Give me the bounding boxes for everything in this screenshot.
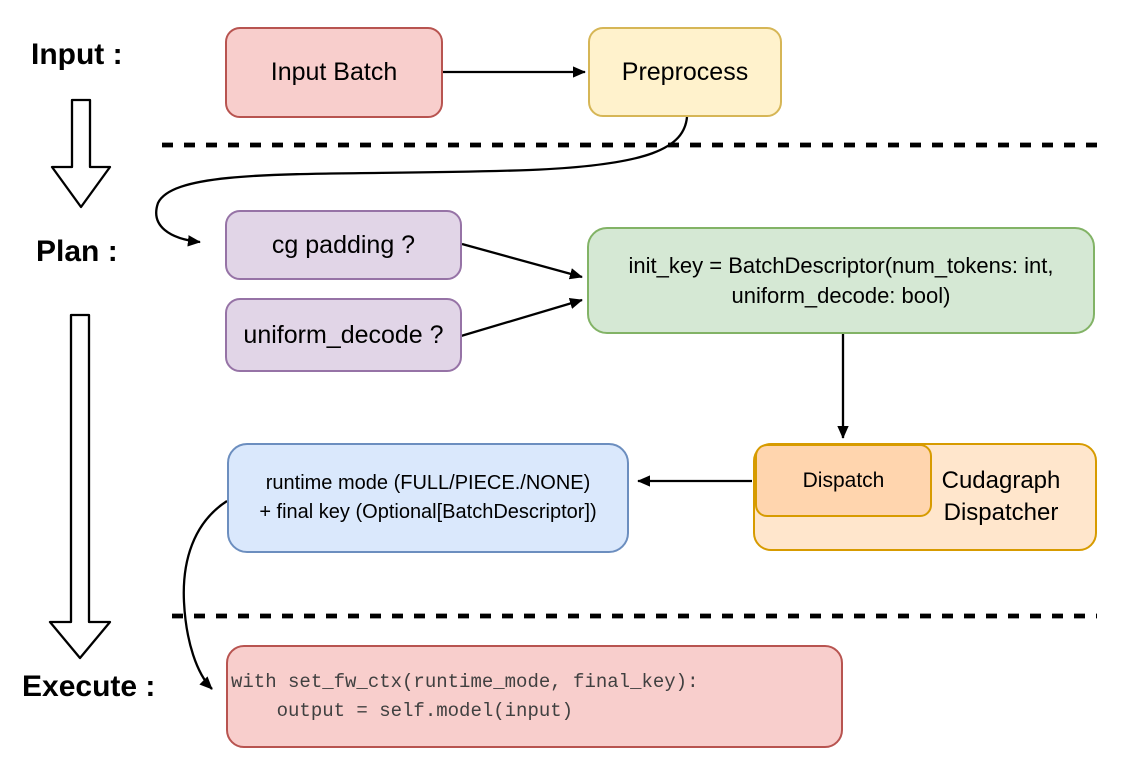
execute-stage-label: Execute : (22, 670, 156, 703)
cudagraph-dispatcher-label: Cudagraph Dispatcher (941, 467, 1061, 526)
input-batch-node: Input Batch (225, 27, 443, 118)
preprocess-label: Preprocess (621, 57, 749, 86)
uniform-decode-node: uniform_decode ? (225, 298, 462, 372)
connector-uniform-decode-to-init-key (460, 297, 583, 338)
cg-padding-node: cg padding ? (225, 210, 462, 280)
down-arrow-icon-plan-to-execute (48, 313, 112, 660)
input-batch-label: Input Batch (270, 58, 398, 86)
runtime-mode-label: runtime mode (FULL/PIECE./NONE) + final … (259, 472, 597, 523)
preprocess-node: Preprocess (588, 27, 782, 117)
dispatch-label: Dispatch (802, 468, 885, 492)
dispatch-node: Dispatch (755, 444, 932, 517)
down-arrow-icon-input-to-plan (50, 98, 112, 209)
input-stage-label: Input : (31, 38, 123, 71)
cg-padding-label: cg padding ? (271, 230, 416, 259)
init-key-node: init_key = BatchDescriptor(num_tokens: i… (587, 227, 1095, 334)
execute-code-node: with set_fw_ctx(runtime_mode, final_key)… (226, 645, 843, 748)
plan-stage-label: Plan : (36, 235, 118, 268)
connector-runtime-mode-to-execute-code (182, 500, 228, 690)
init-key-label: init_key = BatchDescriptor(num_tokens: i… (628, 252, 1054, 308)
uniform-decode-label: uniform_decode ? (243, 320, 444, 349)
runtime-mode-node: runtime mode (FULL/PIECE./NONE) + final … (227, 443, 629, 553)
execute-code-text: with set_fw_ctx(runtime_mode, final_key)… (231, 670, 699, 722)
connector-cg-padding-to-init-key (461, 242, 583, 280)
